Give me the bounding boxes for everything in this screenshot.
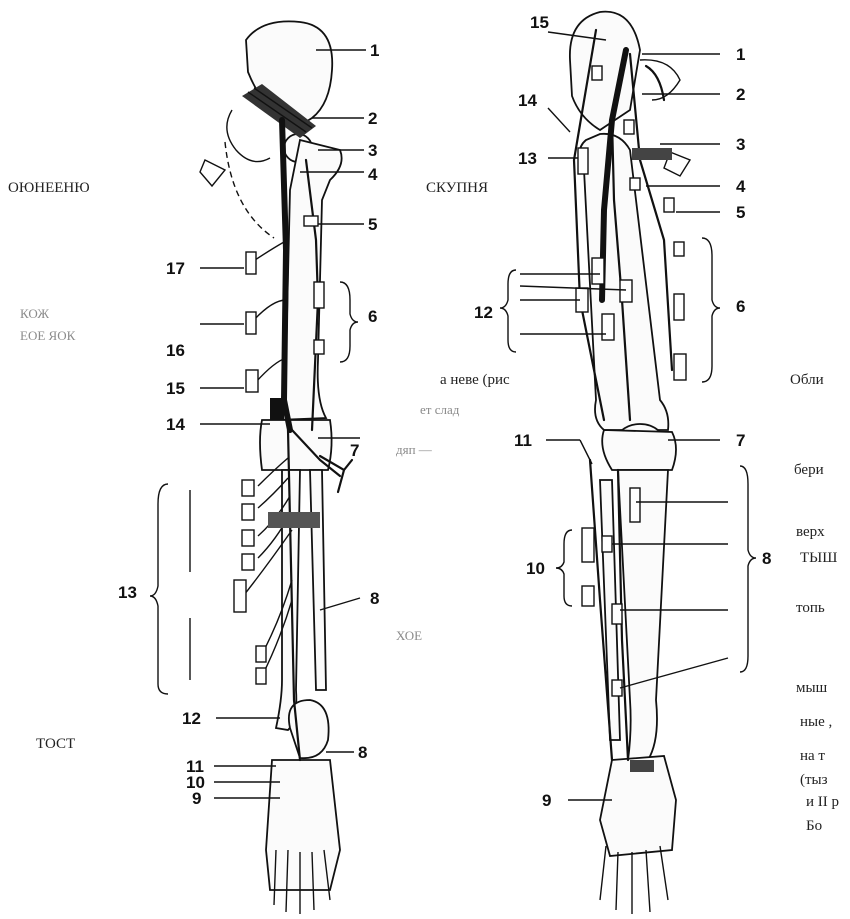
right-label-12: 12 (474, 303, 493, 322)
right-ankle-plexus (630, 760, 654, 772)
right-label-10: 10 (526, 559, 545, 578)
bleed-center-3: ет слад (420, 402, 460, 417)
left-popliteal-fossa (270, 398, 284, 420)
right-label-15: 15 (530, 13, 549, 32)
left-brace-6 (340, 282, 358, 362)
right-label-6: 6 (736, 297, 745, 316)
left-label-8a: 8 (370, 589, 379, 608)
right-label-3: 3 (736, 135, 745, 154)
left-label-2: 2 (368, 109, 377, 128)
left-label-11: 11 (186, 757, 204, 776)
right-label-13: 13 (518, 149, 537, 168)
left-label-5: 5 (368, 215, 377, 234)
right-label-11: 11 (514, 431, 532, 450)
bleed-left-3: ЕОЕ ЯОК (20, 328, 76, 343)
bleed-center-4: дяп — (396, 442, 433, 457)
left-fibula (310, 470, 326, 690)
left-label-16: 16 (166, 341, 185, 360)
right-label-8: 8 (762, 549, 771, 568)
left-sacrum-fragment (200, 160, 225, 186)
bleed-center-2: а неве (рис (440, 372, 510, 388)
right-ilioinguinal (646, 66, 664, 100)
left-label-8b: 8 (358, 743, 367, 762)
bleed-right-3: верх (796, 524, 825, 540)
right-brace-12 (500, 270, 516, 352)
right-label-4: 4 (736, 177, 746, 196)
right-limb: 1 2 3 4 5 6 7 8 9 10 11 12 13 14 15 (474, 12, 771, 914)
right-brace-10 (556, 530, 572, 606)
right-inguinal-plexus (632, 148, 672, 160)
bleed-left-1: ОЮНЕЕНЮ (8, 180, 90, 196)
left-limb: 1 2 3 4 5 6 7 8 8 9 10 11 12 13 14 15 16… (118, 21, 379, 914)
left-label-13: 13 (118, 583, 137, 602)
right-brace-6 (702, 238, 720, 382)
bleed-right-8: на т (800, 748, 825, 764)
bleed-right-6: мыш (796, 680, 828, 696)
right-label-7: 7 (736, 431, 745, 450)
right-iliac-bone (570, 12, 640, 130)
left-foot (266, 760, 340, 890)
left-label-1: 1 (370, 41, 379, 60)
right-brace-8 (740, 466, 756, 672)
left-popliteal-plexus (268, 512, 320, 528)
left-label-4: 4 (368, 165, 378, 184)
right-label-1: 1 (736, 45, 745, 64)
bleed-left-4: ТОСТ (36, 736, 75, 752)
right-label-2: 2 (736, 85, 745, 104)
bleed-right-11: Бо (806, 818, 822, 834)
left-knee (260, 420, 332, 470)
bleed-right-10: и II р (806, 794, 839, 810)
right-label-14: 14 (518, 91, 537, 110)
left-pudendal-nerve (225, 142, 274, 238)
bleed-center-5: ХОЕ (396, 628, 422, 643)
left-sciatic-notch (227, 110, 270, 162)
left-label-17: 17 (166, 259, 185, 278)
left-label-15: 15 (166, 379, 185, 398)
bleed-right-4: ТЫШ (800, 550, 837, 566)
left-label-3: 3 (368, 141, 377, 160)
left-label-6: 6 (368, 307, 377, 326)
left-label-12: 12 (182, 709, 201, 728)
left-label-14: 14 (166, 415, 185, 434)
bleed-left-2: КОЖ (20, 306, 49, 321)
bleed-right-1: Обли (790, 372, 824, 388)
left-brace-13 (150, 484, 168, 694)
bleed-right-7: ные , (800, 714, 832, 730)
bleed-right-5: топь (796, 600, 825, 616)
right-label-5: 5 (736, 203, 745, 222)
bleed-through-text: ОЮНЕЕНЮ КОЖ ЕОЕ ЯОК ТОСТ СКУПНЯ а неве (… (8, 180, 839, 834)
bleed-right-2: бери (794, 462, 824, 478)
right-knee (602, 430, 676, 470)
bleed-center-1: СКУПНЯ (426, 180, 488, 196)
left-label-7: 7 (350, 441, 359, 460)
bleed-right-9: (тыз (800, 772, 828, 788)
left-tibia (276, 470, 300, 730)
right-label-9: 9 (542, 791, 551, 810)
